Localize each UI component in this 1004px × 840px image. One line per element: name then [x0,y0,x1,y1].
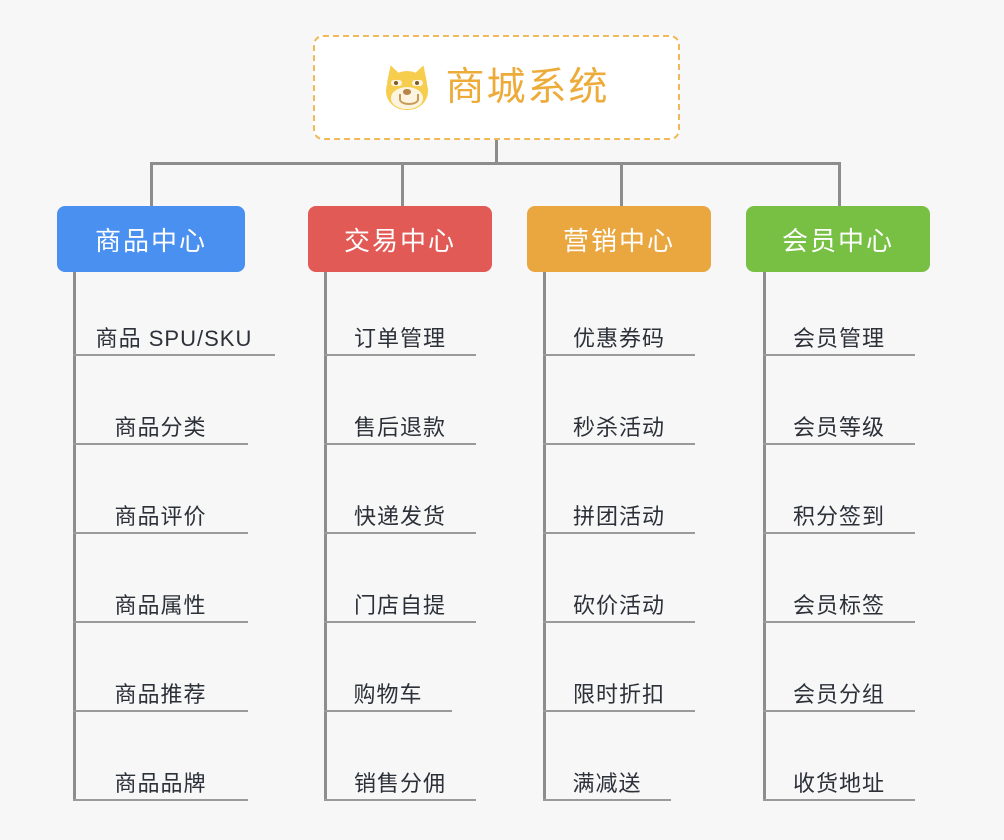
category-label: 营销中心 [562,225,675,256]
leaf-item-label: 快递发货 [353,503,446,529]
leaf-item-label: 商品推荐 [114,681,207,707]
leaf-item-label: 商品属性 [114,592,207,618]
leaf-item[interactable]: 限时折扣 [543,623,695,712]
leaf-item-label: 会员分组 [792,681,885,707]
leaf-item-label: 商品分类 [114,414,207,440]
leaf-item[interactable]: 会员等级 [763,356,915,445]
leaf-item-label: 优惠券码 [572,325,665,351]
leaf-item-label: 会员管理 [792,325,885,351]
leaf-item-label: 商品评价 [114,503,207,529]
leaf-item-label: 积分签到 [792,503,885,529]
connector-stem-category-1 [150,162,153,206]
leaf-item[interactable]: 商品品牌 [73,712,248,801]
leaf-item[interactable]: 销售分佣 [324,712,476,801]
leaf-item[interactable]: 优惠券码 [543,272,695,356]
leaf-item[interactable]: 满减送 [543,712,671,801]
leaf-item-label: 会员等级 [792,414,885,440]
leaf-item[interactable]: 收货地址 [763,712,915,801]
leaf-item-label: 满减送 [572,770,642,796]
leaf-item[interactable]: 商品推荐 [73,623,248,712]
leaf-item[interactable]: 会员管理 [763,272,915,356]
connector-stem-category-4 [838,162,841,206]
leaf-item-label: 订单管理 [353,325,446,351]
leaf-item-label: 商品品牌 [114,770,207,796]
leaf-spine [324,272,327,800]
category-label: 商品中心 [94,225,207,256]
leaf-item[interactable]: 砍价活动 [543,534,695,623]
category-box-member-center[interactable]: 会员中心 [746,206,930,272]
connector-horizontal-bus [150,162,840,165]
leaf-item[interactable]: 会员分组 [763,623,915,712]
leaf-item-label: 拼团活动 [572,503,665,529]
leaf-item[interactable]: 商品属性 [73,534,248,623]
leaf-item-label: 砍价活动 [572,592,665,618]
leaf-item-label: 限时折扣 [572,681,665,707]
category-box-trade-center[interactable]: 交易中心 [308,206,492,272]
connector-stem-category-2 [401,162,404,206]
leaf-item-label: 门店自提 [353,592,446,618]
leaf-item[interactable]: 售后退款 [324,356,476,445]
leaf-item[interactable]: 拼团活动 [543,445,695,534]
category-label: 交易中心 [343,225,456,256]
leaf-item[interactable]: 购物车 [324,623,452,712]
dog-face-icon [382,62,433,111]
leaf-item-label: 秒杀活动 [572,414,665,440]
leaf-item[interactable]: 门店自提 [324,534,476,623]
leaf-item[interactable]: 快递发货 [324,445,476,534]
leaf-item[interactable]: 商品分类 [73,356,248,445]
connector-root-stem [495,140,498,164]
root-node-title: 商城系统 [445,66,610,109]
leaf-item-label: 会员标签 [792,592,885,618]
leaf-item-label: 售后退款 [353,414,446,440]
leaf-item[interactable]: 商品 SPU/SKU [73,272,275,356]
leaf-item[interactable]: 积分签到 [763,445,915,534]
leaf-spine [73,272,76,800]
leaf-item-label: 购物车 [353,681,423,707]
connector-stem-category-3 [620,162,623,206]
leaf-item-label: 收货地址 [792,770,885,796]
leaf-item-label: 商品 SPU/SKU [95,325,253,351]
leaf-item[interactable]: 订单管理 [324,272,476,356]
leaf-spine [543,272,546,800]
leaf-item[interactable]: 秒杀活动 [543,356,695,445]
leaf-item[interactable]: 会员标签 [763,534,915,623]
root-node-shop-system[interactable]: 商城系统 [313,35,680,140]
leaf-item-label: 销售分佣 [353,770,446,796]
category-box-marketing-center[interactable]: 营销中心 [527,206,711,272]
leaf-item[interactable]: 商品评价 [73,445,248,534]
category-label: 会员中心 [781,225,894,256]
category-box-product-center[interactable]: 商品中心 [57,206,245,272]
leaf-spine [763,272,766,800]
